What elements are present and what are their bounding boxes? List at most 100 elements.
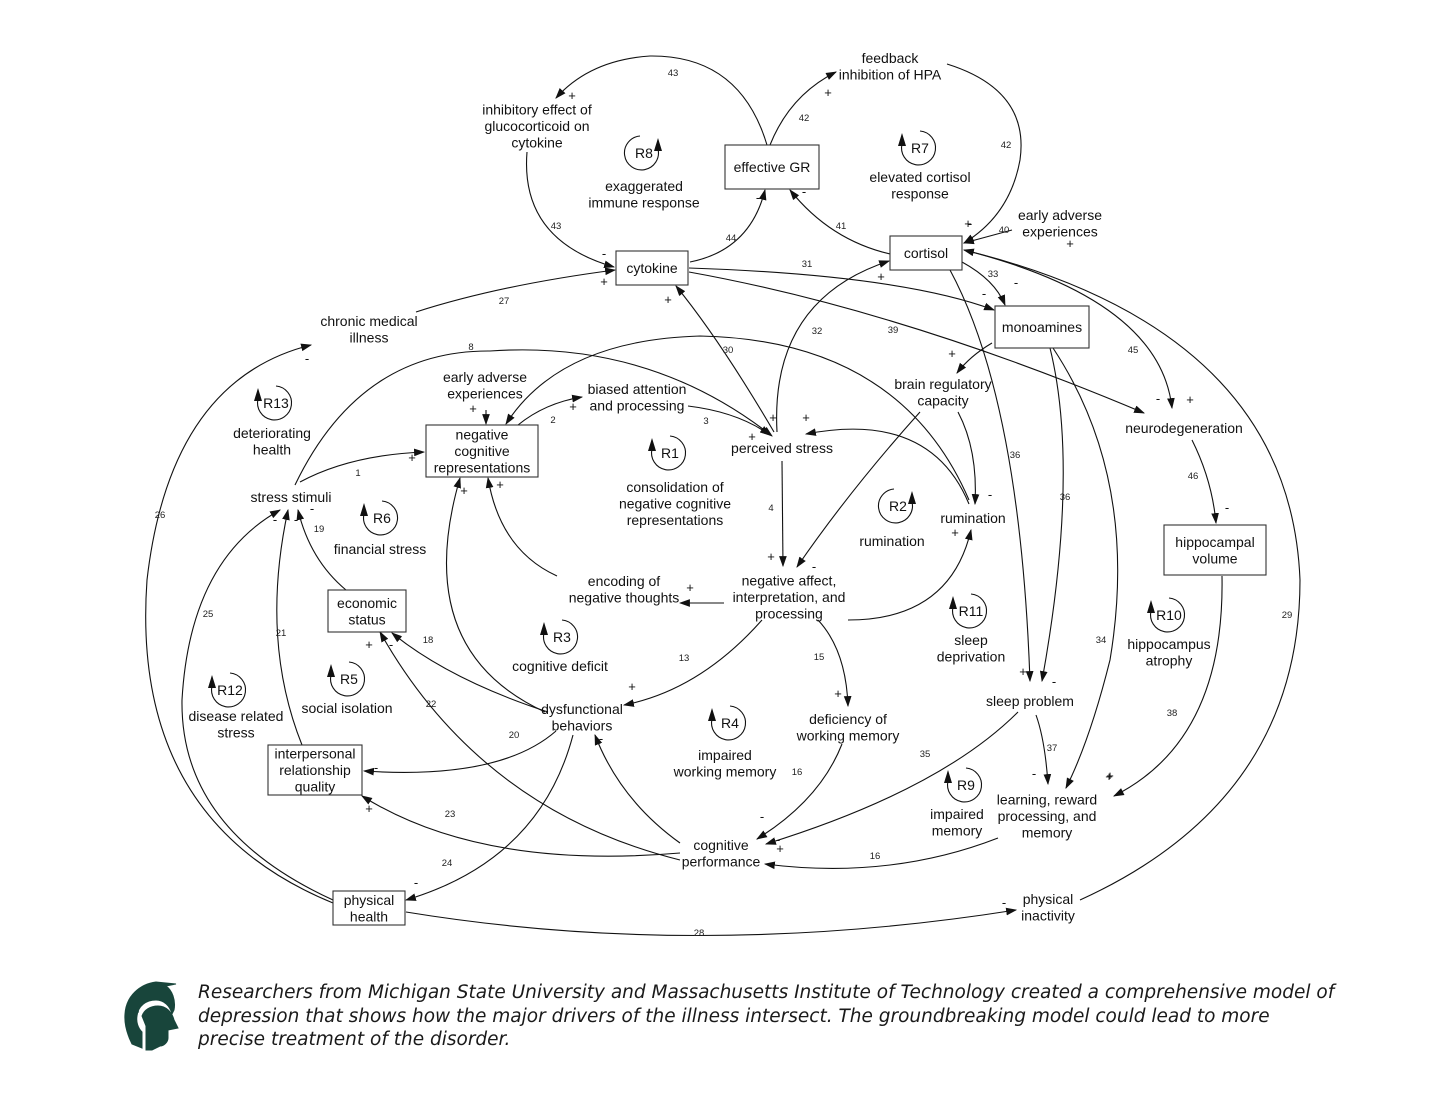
loop-arc <box>901 130 937 166</box>
edge-chronic-illness-to-cytokine: 27+ <box>415 267 617 313</box>
loop-direction-arrow-icon <box>949 596 957 609</box>
edge-hippocampal-volume-to-learning: 38+ <box>1106 575 1223 797</box>
edge-polarity: - <box>802 184 806 199</box>
edge-neg-affect-to-rumination: + <box>847 525 973 621</box>
node-cortisol[interactable]: cortisol <box>889 235 963 271</box>
node-cytokine[interactable]: cytokine <box>615 250 689 286</box>
edge-economic-status-to-stress-stimuli: 19- <box>296 501 347 591</box>
causal-link-arrow <box>946 63 1022 244</box>
node-label: cognitive <box>454 443 509 459</box>
edge-polarity: + <box>1186 392 1194 407</box>
node-box <box>724 144 820 190</box>
edge-polarity: - <box>1002 895 1006 910</box>
edge-number: 16 <box>870 851 881 862</box>
edge-learning-to-cognitive-perf: 16+ <box>763 837 999 870</box>
causal-link-arrow <box>796 411 921 568</box>
node-neg-affect[interactable]: negative affect,interpretation, andproce… <box>733 573 846 622</box>
loop-arc <box>952 593 988 629</box>
node-sleep-problem[interactable]: sleep problem <box>986 693 1074 709</box>
spartan-helmet-logo <box>120 980 182 1052</box>
edge-neurodegeneration-to-hippocampal-volume: 46- <box>1188 439 1229 525</box>
edge-number: 36 <box>1060 492 1071 503</box>
node-monoamines[interactable]: monoamines <box>994 305 1090 349</box>
edge-dysfunctional-to-economic-status: 18- <box>389 632 549 713</box>
node-label: stress stimuli <box>251 489 332 505</box>
edge-number: 37 <box>1047 743 1058 754</box>
edge-number: 31 <box>802 259 813 270</box>
node-label: status <box>348 611 385 627</box>
edge-polarity: - <box>776 832 780 847</box>
loop-arc <box>1150 597 1186 633</box>
node-label: and processing <box>590 397 685 413</box>
loop-name: stress <box>217 725 254 741</box>
edge-polarity: - <box>1032 766 1036 781</box>
edge-biased-attention-to-perceived-stress: 3+ <box>687 405 777 436</box>
node-label: negative <box>456 427 509 443</box>
edge-number: 38 <box>1167 708 1178 719</box>
loop-direction-arrow-icon <box>254 388 262 401</box>
loop-direction-arrow-icon <box>208 675 216 688</box>
node-label: deficiency of <box>809 711 887 727</box>
node-label: inhibitory effect of <box>482 102 592 118</box>
causal-link-arrow <box>804 428 970 505</box>
edge-dysfunctional-to-physical-health: 24- <box>404 734 574 901</box>
edge-number: 35 <box>920 749 931 760</box>
node-label: relationship <box>279 762 351 778</box>
node-stress-stimuli[interactable]: stress stimuli <box>251 489 332 505</box>
edge-neg-affect-to-encoding: + <box>678 580 724 607</box>
edge-polarity: + <box>802 410 810 425</box>
edge-perceived-stress-to-neg-affect: 4+ <box>767 460 787 568</box>
loop-name: financial stress <box>334 541 427 557</box>
caption-text: Researchers from Michigan State Universi… <box>198 982 1335 1050</box>
edge-rumination-to-neg-cog-rep <box>505 335 970 501</box>
loop-id: R13 <box>263 395 289 411</box>
causal-link-arrow <box>555 55 768 146</box>
node-label: biased attention <box>588 381 687 397</box>
node-perceived-stress[interactable]: perceived stress <box>731 440 833 456</box>
edge-polarity: + <box>1066 236 1074 251</box>
node-label: negative affect, <box>742 573 837 589</box>
node-box <box>332 890 406 926</box>
edge-brain-reg-to-neg-affect: - <box>796 411 921 574</box>
node-label: encoding of <box>588 573 661 589</box>
edge-polarity: + <box>824 85 832 100</box>
edge-neg-affect-to-deficiency-wm: 15+ <box>814 619 852 708</box>
causal-link-arrow <box>956 342 993 374</box>
node-neurodegeneration[interactable]: neurodegeneration <box>1125 420 1243 436</box>
edge-number: 22 <box>426 699 437 710</box>
loop-name: impaired <box>698 747 752 763</box>
edge-polarity: + <box>600 274 608 289</box>
edge-polarity: + <box>686 580 694 595</box>
edge-feedback-hpa-to-cortisol: 42- <box>946 63 1022 244</box>
edge-deficiency-wm-to-cognitive-perf: 16- <box>756 743 843 840</box>
causal-link-arrow <box>294 349 773 486</box>
edge-number: 3 <box>703 416 708 427</box>
causal-link-arrow <box>963 249 1175 410</box>
causal-link-arrow <box>1052 347 1119 789</box>
node-effective-gr[interactable]: effective GR <box>724 144 820 190</box>
edge-inhib-gc-to-cytokine: 43- <box>525 151 616 268</box>
causal-link-arrow <box>405 907 1018 937</box>
node-rumination[interactable]: rumination <box>940 510 1005 526</box>
edge-polarity: + <box>664 292 672 307</box>
node-label: performance <box>682 853 761 869</box>
